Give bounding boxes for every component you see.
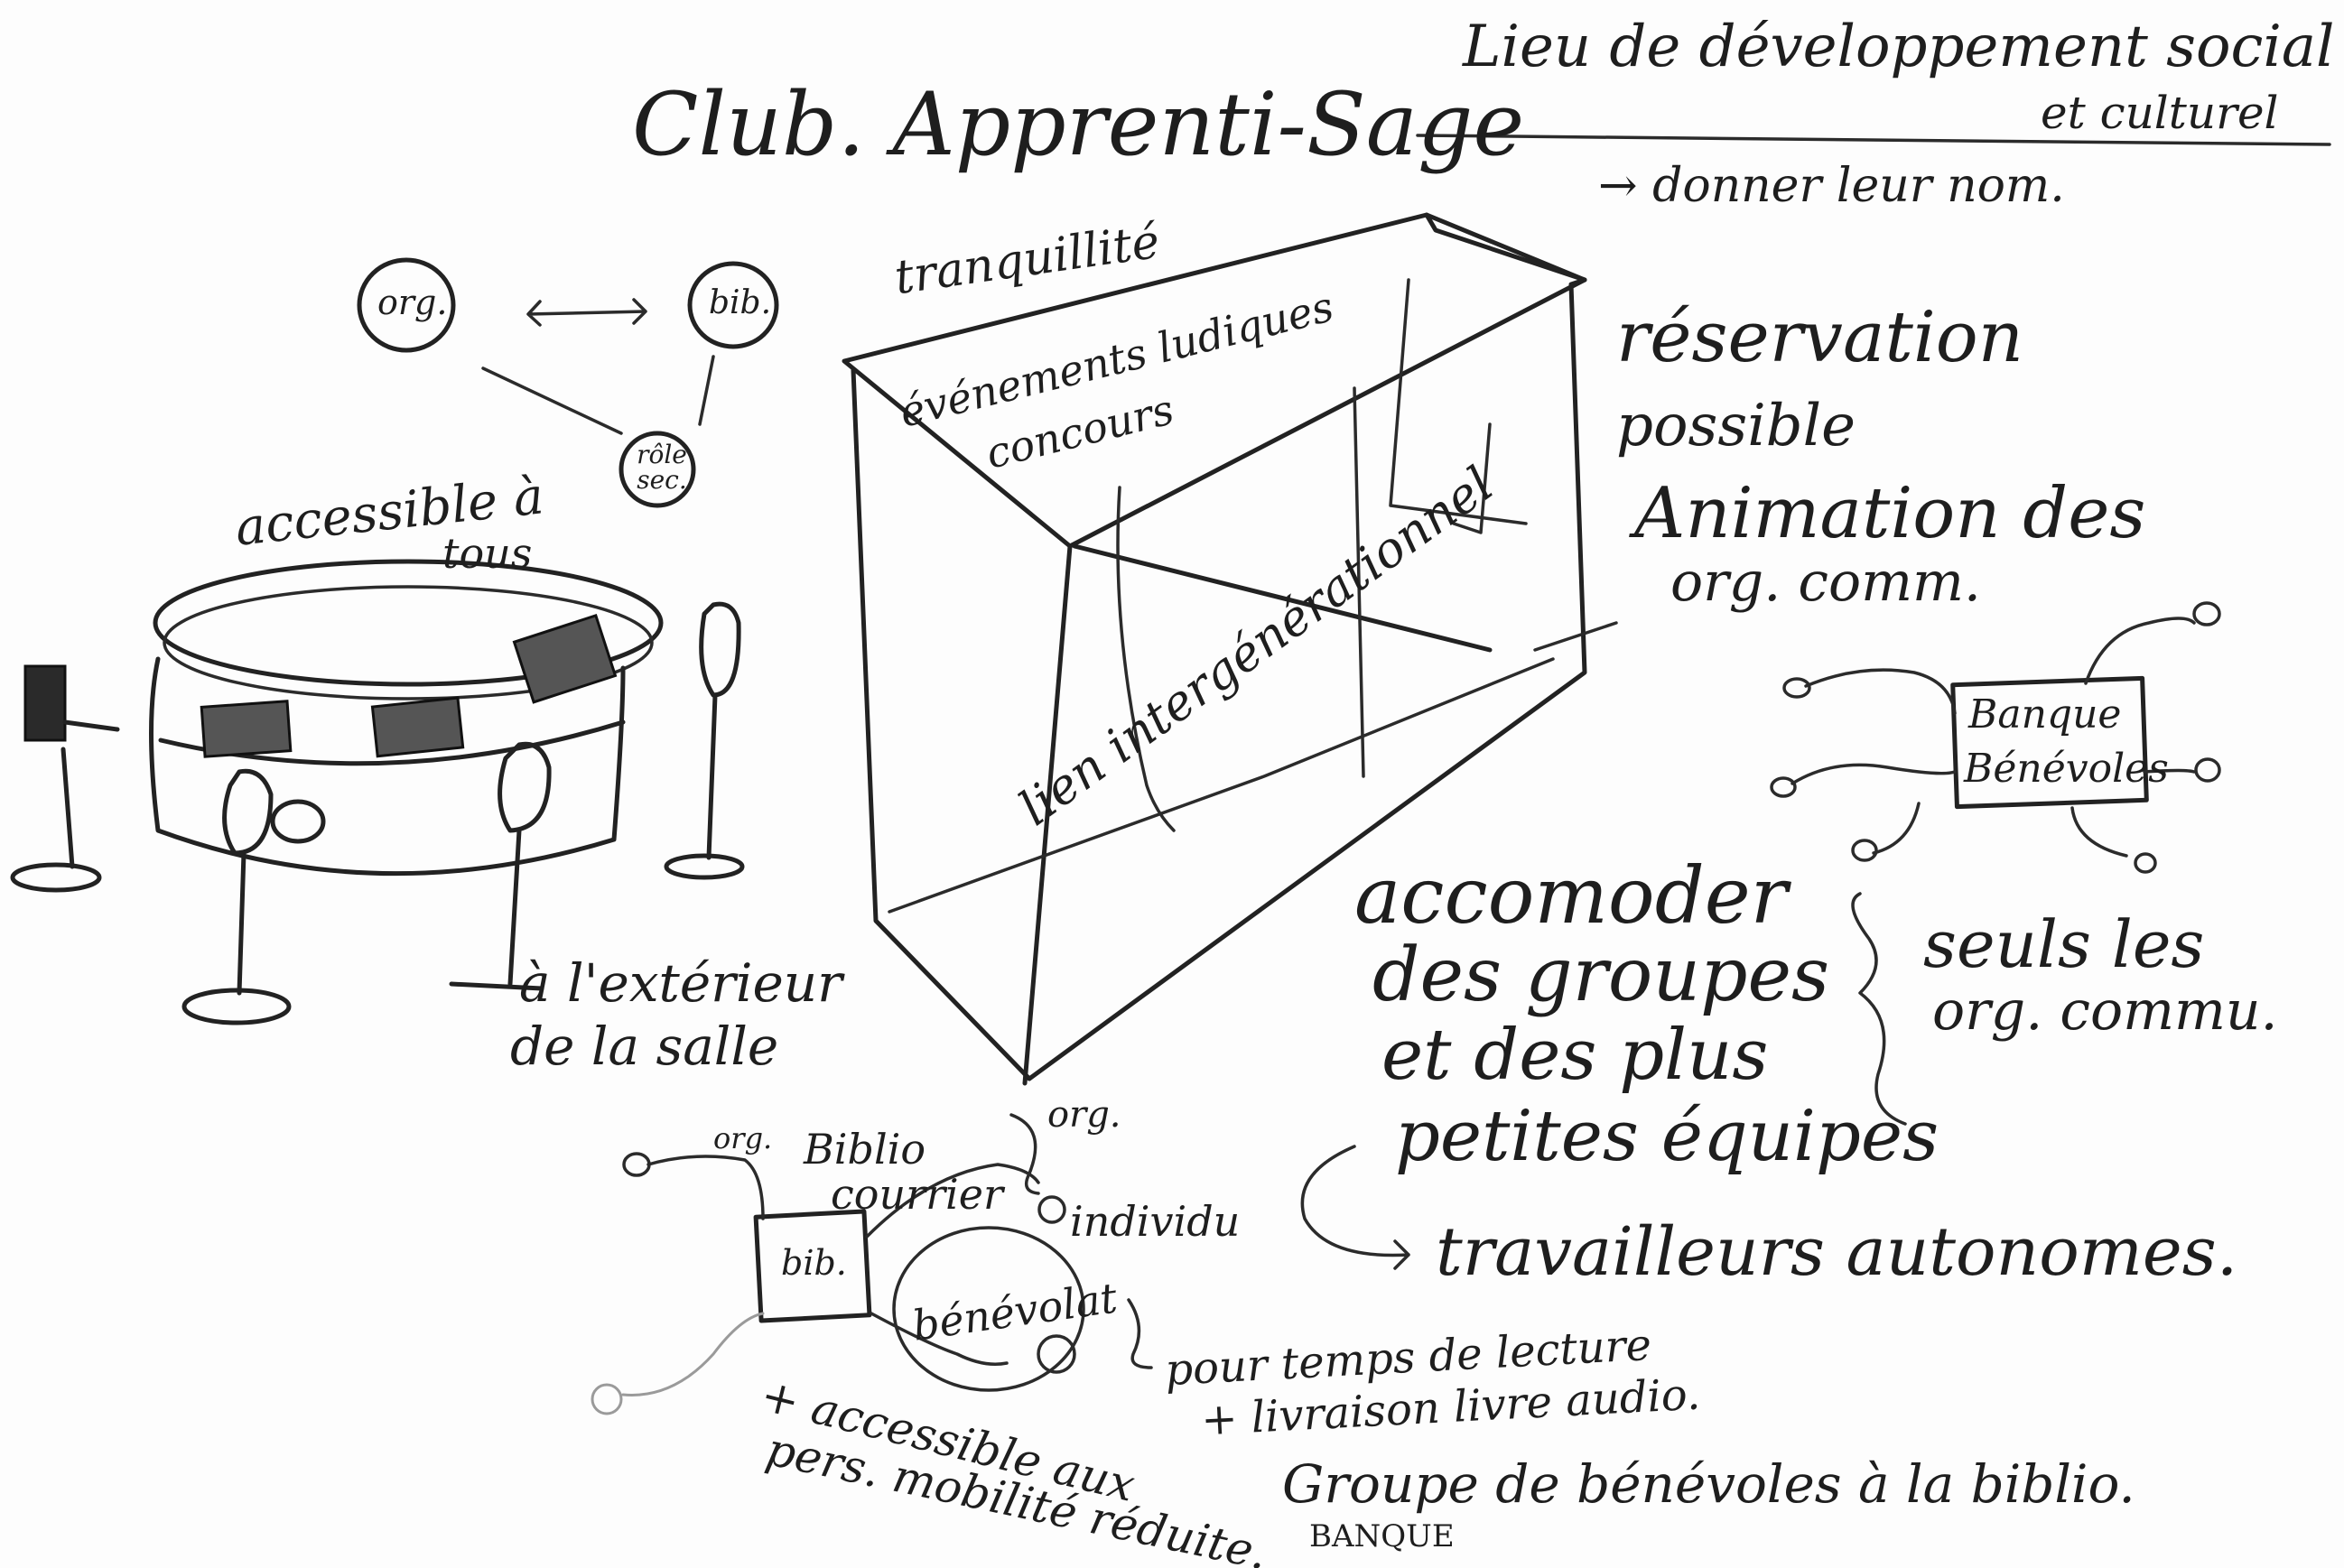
double-arrow	[526, 298, 647, 327]
bib-box-label: bib.	[781, 1243, 847, 1283]
bib-network	[591, 1113, 1153, 1415]
reservation-line1: réservation	[1616, 297, 2023, 378]
banque-network	[1770, 601, 2221, 1126]
accom-line2: des groupes	[1372, 932, 1830, 1018]
biblio-line1: Biblio	[804, 1125, 926, 1174]
groupe-note: Groupe de bénévoles à la biblio.	[1282, 1453, 2135, 1515]
kiosk-caption-bottom-2: de la salle	[510, 1016, 779, 1077]
accom-line4: petites équipes	[1395, 1096, 1939, 1177]
arrow-travailleurs	[1300, 1145, 1410, 1270]
travailleurs-note: travailleurs autonomes.	[1436, 1213, 2238, 1291]
banque-small: BANQUE	[1309, 1518, 1455, 1554]
role-circle	[619, 431, 696, 508]
individu-label: individu	[1070, 1197, 1241, 1246]
animation-line1: Animation des	[1634, 473, 2146, 554]
subtitle-note: → donner leur nom.	[1598, 159, 2065, 213]
kiosk-caption-bottom-1: à l'extérieur	[519, 952, 842, 1014]
bib-circle-label: bib.	[709, 284, 772, 321]
biblio-line2: courrier	[831, 1170, 1003, 1219]
subtitle-line1: Lieu de développement social	[1463, 14, 2335, 80]
seuls-line1: seuls les	[1923, 906, 2205, 982]
title-underline	[1416, 134, 2331, 146]
org-circle	[357, 257, 456, 353]
org-circle-label: org.	[377, 283, 448, 322]
accom-line1: accomoder	[1354, 851, 1788, 942]
banque-label-1: Banque	[1968, 691, 2122, 738]
accom-line3: et des plus	[1381, 1015, 1769, 1096]
title: Club. Apprenti-Sage	[632, 74, 1525, 175]
kiosk-sketch	[10, 559, 745, 1025]
kiosk-caption-top-2: tous	[442, 529, 533, 578]
link-org-role	[481, 366, 623, 435]
link-bib-role	[698, 355, 715, 426]
bib-circle	[687, 261, 779, 349]
animation-line2: org. comm.	[1670, 551, 1981, 614]
role-circle-label: rôle sec.	[637, 440, 687, 495]
box-sketch	[842, 212, 1618, 1086]
seuls-line2: org. commu.	[1932, 979, 2278, 1043]
bib-org-small: org.	[713, 1121, 773, 1155]
bib-org-right: org.	[1047, 1094, 1121, 1136]
subtitle-line2: et culturel	[2041, 87, 2279, 139]
reservation-line2: possible	[1616, 393, 1856, 459]
banque-label-2: Bénévoles	[1964, 746, 2169, 792]
